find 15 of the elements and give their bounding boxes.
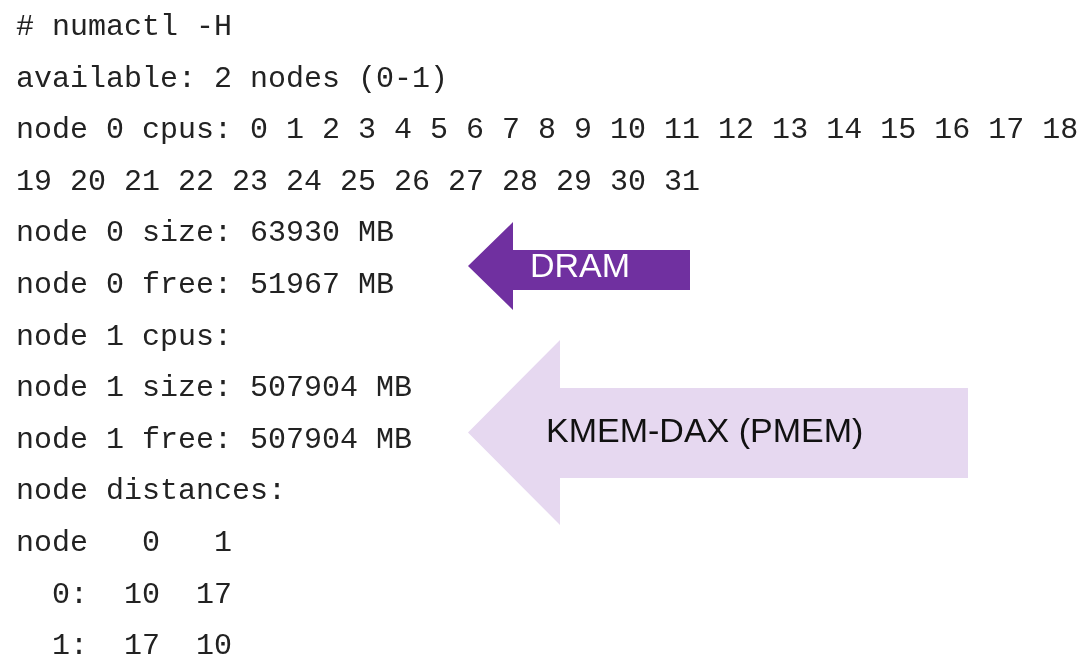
terminal-line: node 1 size: 507904 MB — [16, 370, 413, 407]
terminal-line: node 0 size: 63930 MB — [16, 215, 395, 252]
terminal-line: available: 2 nodes (0-1) — [16, 60, 449, 97]
terminal-line: 19 20 21 22 23 24 25 26 27 28 29 30 31 — [16, 163, 701, 200]
terminal-line: node distances: — [16, 473, 287, 510]
terminal-line: 1: 17 10 — [51, 628, 233, 662]
terminal-line: node 1 free: 507904 MB — [16, 421, 413, 458]
terminal-line: node 0 free: 51967 MB — [16, 267, 395, 303]
terminal-line: node 1 cpus: — [16, 318, 233, 355]
terminal-line: node 0 cpus: 0 1 2 3 4 5 6 7 8 9 10 11 12 13 14 15 16 17 18 — [16, 112, 1079, 149]
arrow-label: KMEM-DAX (PMEM) — [546, 411, 864, 450]
arrow-label: DRAM — [530, 246, 631, 285]
terminal-line: node 0 1 — [16, 525, 233, 561]
terminal-line: 0: 10 17 — [51, 576, 233, 613]
terminal-line: # numactl -H — [16, 9, 233, 45]
